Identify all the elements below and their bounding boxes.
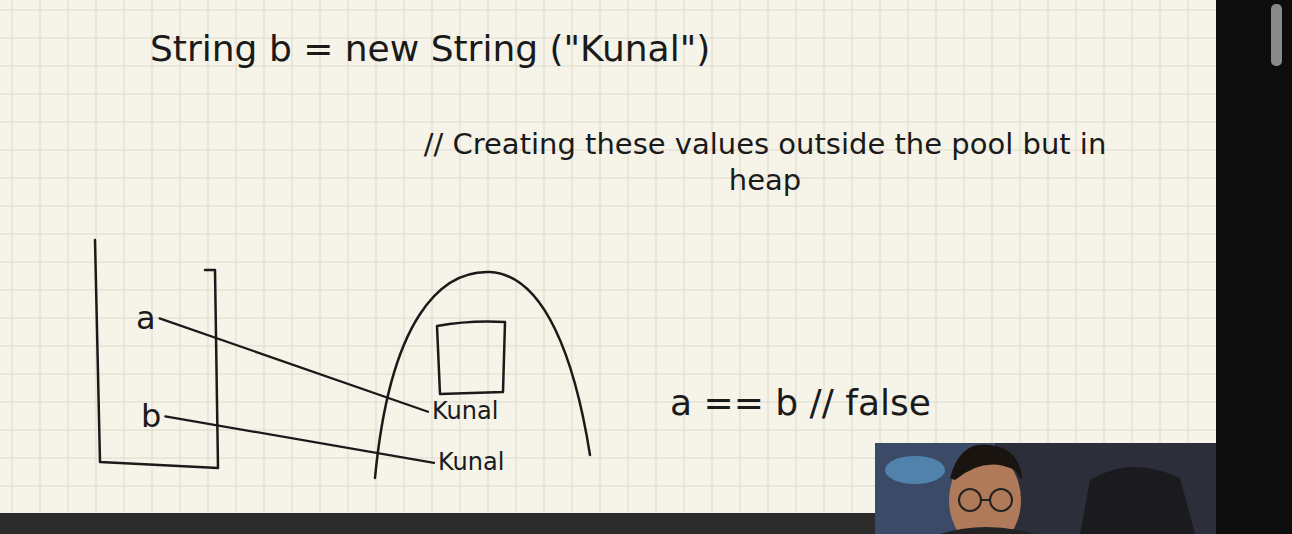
node-text: Kunal [438,449,504,477]
comparison-note: a == b // false [670,380,931,425]
heap-string-value: Kunal [434,447,508,479]
code-line: String b = new String ("Kunal") [150,26,710,71]
node-text: Kunal [432,398,498,426]
variable-name: b [137,396,165,437]
node-text: a [136,300,156,337]
scrollbar-thumb [1271,4,1282,66]
string-pool-box [437,322,505,395]
grid-lines [0,0,1216,513]
reference-line [165,416,434,462]
heap-string-value: Kunal [428,396,502,428]
side-panel [1216,0,1292,534]
variable-name: a [132,298,160,339]
comment-note: // Creating these values outside the poo… [395,126,1135,199]
node-text: b [141,398,161,435]
reference-line [160,318,428,411]
heap-outline [375,272,590,478]
webcam-overlay [875,443,1216,534]
stack-bracket [95,240,218,468]
